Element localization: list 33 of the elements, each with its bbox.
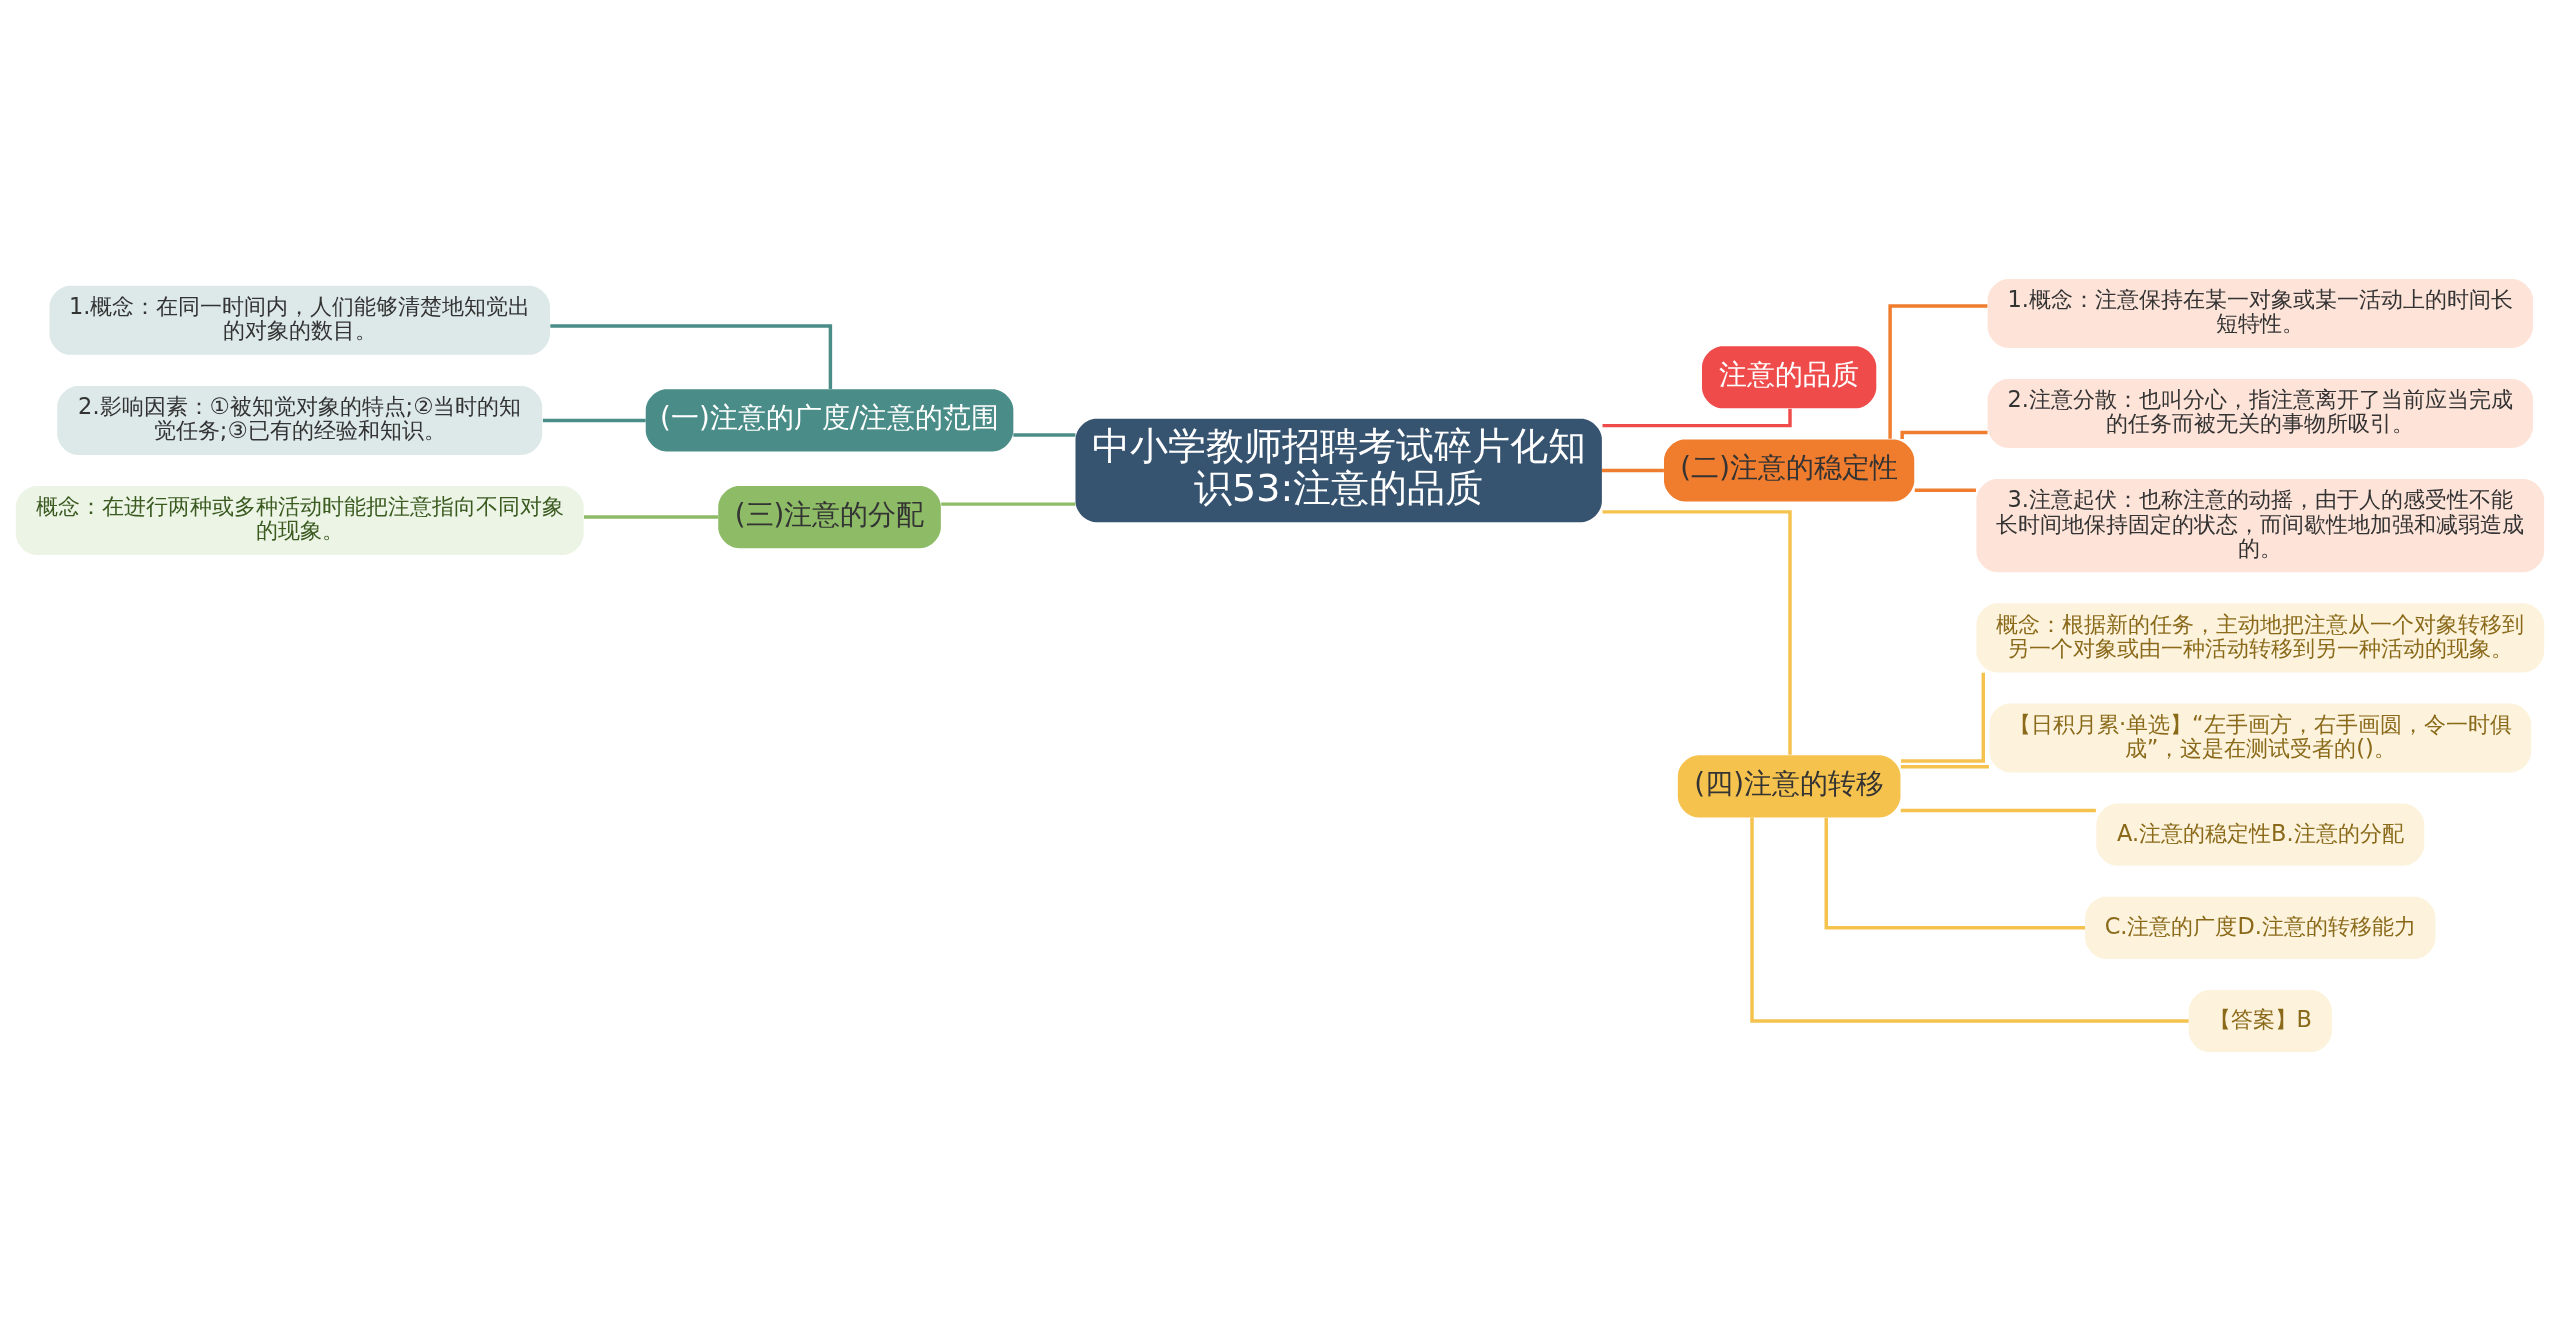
connector: [1750, 817, 2189, 1023]
node-box: 【答案】B: [2188, 989, 2332, 1053]
node-box: A.注意的稳定性B.注意的分配: [2096, 803, 2425, 866]
node-box: 注意的品质: [1702, 346, 1877, 409]
connector: [1900, 765, 1989, 769]
node-box: C.注意的广度D.注意的转移能力: [2085, 896, 2436, 959]
node-box: (二)注意的稳定性: [1664, 439, 1915, 502]
node-box: (一)注意的广度/注意的范围: [645, 389, 1014, 452]
connector: [542, 418, 646, 423]
connector: [584, 515, 719, 519]
connector: [1900, 672, 1985, 763]
node-box: 概念：根据新的任务，主动地把注意从一个对象转移到另一个对象或由一种活动转移到另一种活动的现象。: [1976, 603, 2545, 673]
connector: [1602, 408, 1792, 428]
connector: [1602, 468, 1664, 473]
node-box: (四)注意的转移: [1677, 755, 1901, 818]
connector: [1900, 808, 2096, 813]
node-box: 2.注意分散：也叫分心，指注意离开了当前应当完成的任务而被无关的事物所吸引。: [1987, 379, 2533, 449]
connector: [941, 502, 1076, 506]
connector: [1824, 817, 2085, 930]
node-box: 1.概念：注意保持在某一对象或某一活动上的时间长短特性。: [1987, 278, 2533, 348]
connector: [1888, 304, 1988, 439]
node-box: 概念：在进行两种或多种活动时能把注意指向不同对象的现象。: [15, 486, 584, 556]
node-box: 2.影响因素：①被知觉对象的特点;②当时的知觉任务;③已有的经验和知识。: [57, 385, 543, 455]
node-box: 1.概念：在同一时间内，人们能够清楚地知觉出的对象的数目。: [49, 285, 550, 355]
connector: [1914, 488, 1976, 493]
node-box: 【日积月累·单选】“左手画方，右手画圆，令一时俱成”，这是在测试受者的()。: [1989, 703, 2532, 773]
connector: [1900, 430, 1988, 440]
connector: [1602, 510, 1792, 755]
connector: [1013, 433, 1076, 437]
node-box: (三)注意的分配: [718, 486, 941, 549]
node-box: 中小学教师招聘考试碎片化知识53:注意的品质: [1075, 418, 1602, 523]
node-box: 3.注意起伏：也称注意的动摇，由于人的感受性不能长时间地保持固定的状态，而间歇性地加强和减弱造成的。: [1976, 479, 2545, 573]
connector: [550, 324, 833, 389]
